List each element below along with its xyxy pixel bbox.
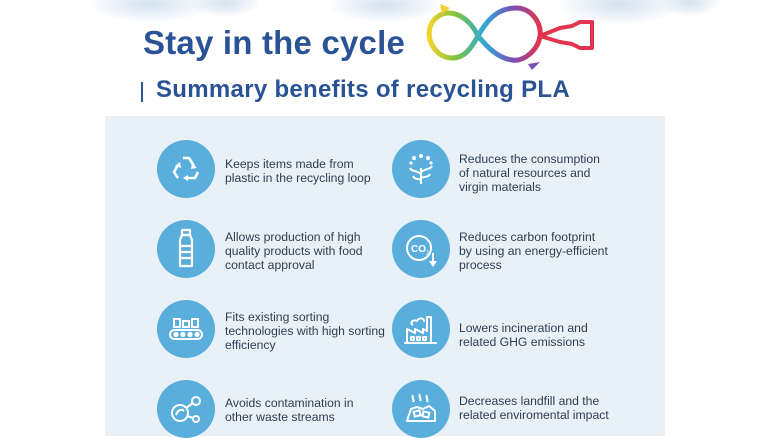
cloud-decoration xyxy=(90,0,210,22)
bottle-icon xyxy=(157,220,215,278)
landfill-icon xyxy=(392,380,450,438)
benefit-text: Decreases landfill and the related envir… xyxy=(459,394,609,422)
cloud-decoration xyxy=(190,0,260,16)
subtitle-accent-bar xyxy=(141,82,143,102)
recycle-icon xyxy=(157,140,215,198)
benefit-text: Lowers incineration and related GHG emis… xyxy=(459,321,588,349)
svg-text:CO: CO xyxy=(411,244,426,255)
page-title: Stay in the cycle xyxy=(143,24,406,61)
benefit-text: Reduces the consumption of natural resou… xyxy=(459,152,600,194)
benefit-text: Reduces carbon footprint by using an ene… xyxy=(459,230,608,272)
conveyor-belt-icon xyxy=(157,300,215,358)
cloud-decoration xyxy=(660,0,720,16)
benefit-text: Keeps items made from plastic in the rec… xyxy=(225,157,371,185)
cloud-decoration xyxy=(330,0,440,22)
factory-icon xyxy=(392,300,450,358)
benefit-text: Allows production of high quality produc… xyxy=(225,230,363,272)
svg-text:2: 2 xyxy=(426,251,430,257)
recycle-loop-logo-icon xyxy=(426,4,594,70)
plant-sprout-icon xyxy=(392,140,450,198)
co2-reduction-icon: CO 2 xyxy=(392,220,450,278)
benefit-text: Fits existing sorting technologies with … xyxy=(225,310,385,352)
benefit-text: Avoids contamination in other waste stre… xyxy=(225,396,354,424)
section-subtitle: Summary benefits of recycling PLA xyxy=(156,76,571,103)
molecule-icon xyxy=(157,380,215,438)
